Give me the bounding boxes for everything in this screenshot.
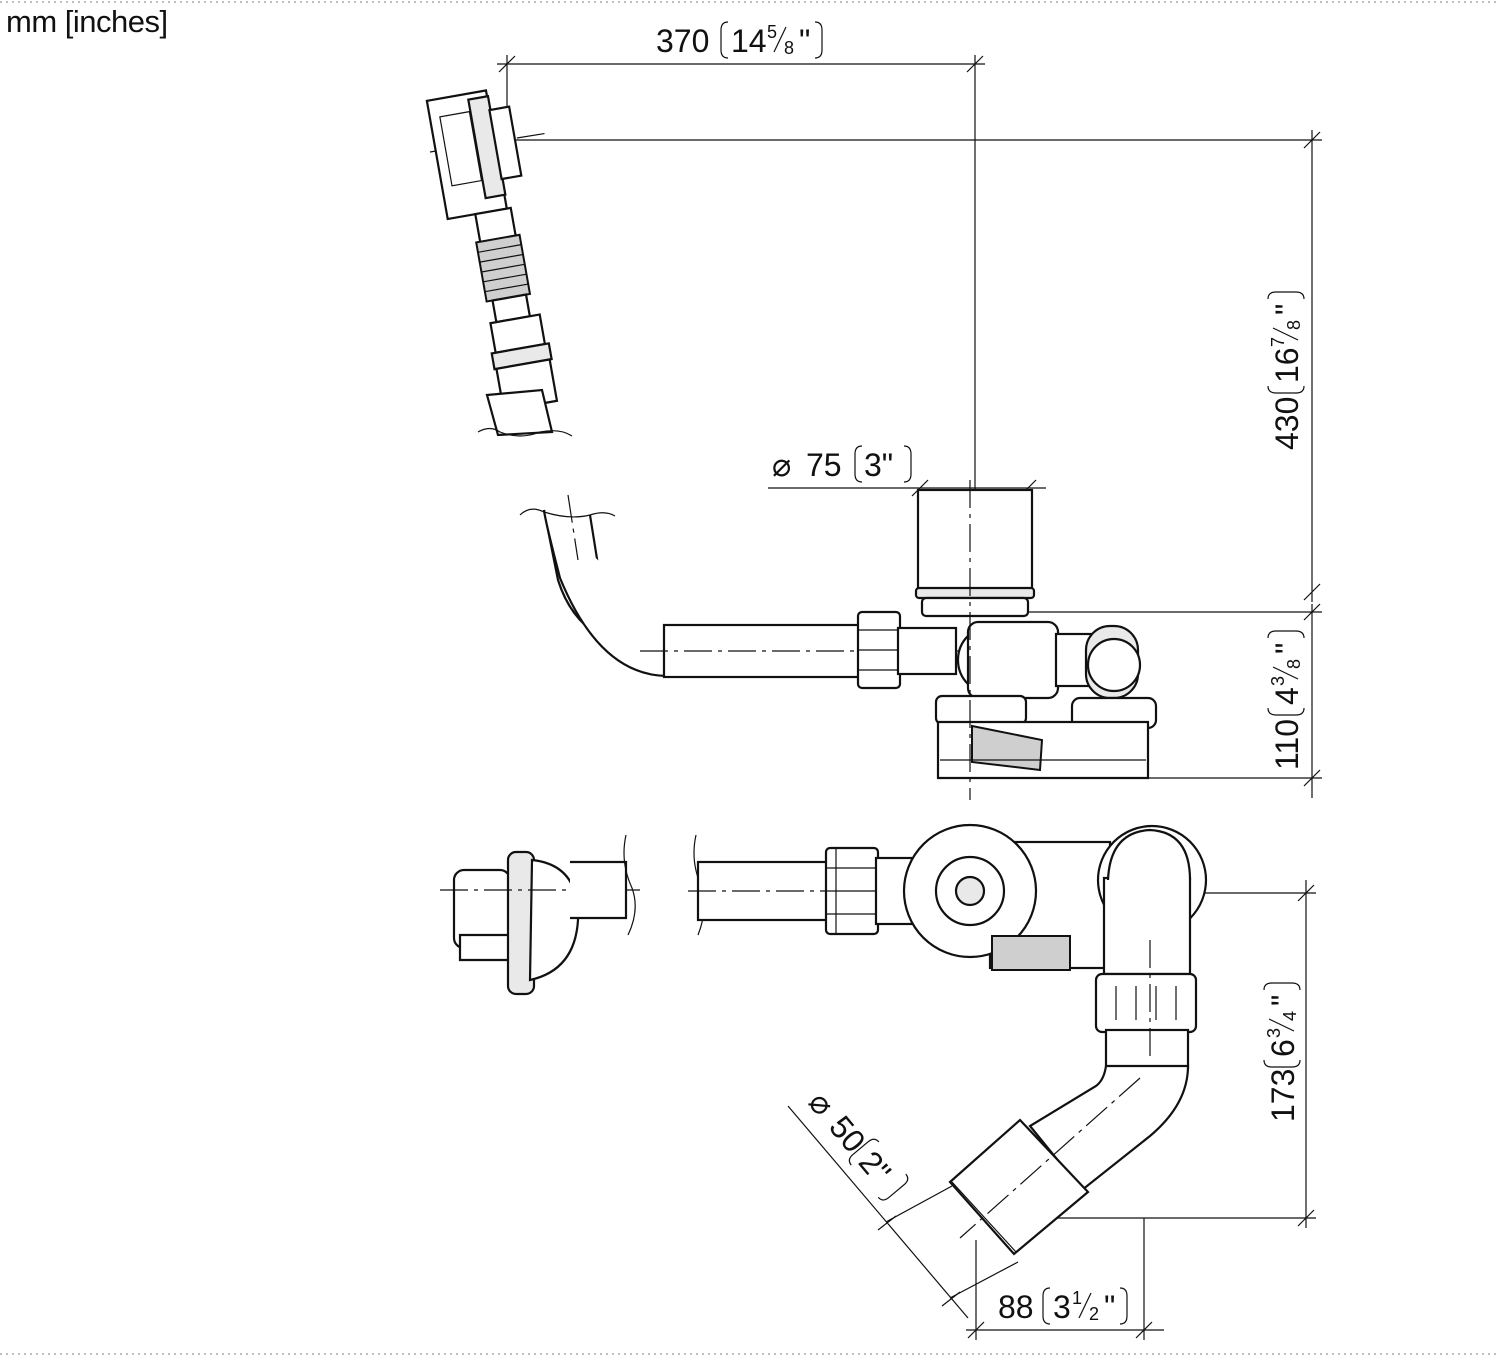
waste-assembly-plan-view [440, 823, 1208, 1256]
dim-173-inch-whole: 6 [1265, 1039, 1301, 1057]
units-label: mm [inches] [6, 4, 168, 39]
dim-370-mm: 370 [656, 23, 709, 59]
dim-88-mm: 88 [998, 1289, 1034, 1325]
dim-173-inch-num: 3 [1264, 1028, 1284, 1038]
dim-173-mm: 173 [1265, 1069, 1301, 1122]
dim-173-inch-den: 4 [1280, 1011, 1300, 1021]
dimension-dia-75: ⌀ 75 3" [768, 445, 1046, 497]
dim-430-mm: 430 [1269, 397, 1305, 450]
svg-text:": " [1265, 995, 1301, 1006]
dimension-110: 110 4 3 8 " [1020, 603, 1322, 798]
dim-50-symbol: ⌀ [802, 1084, 842, 1122]
dim-370-inch-den: 8 [784, 38, 794, 58]
svg-text:": " [799, 23, 810, 59]
dim-110-inch-num: 3 [1268, 676, 1288, 686]
dim-110-inch-den: 8 [1284, 659, 1304, 669]
waste-assembly-side-view [519, 480, 1158, 800]
dimension-88: 88 3 1 2 " [966, 1218, 1164, 1340]
dim-75-mm: 75 [806, 447, 842, 483]
dim-50-inch: 2" [852, 1144, 898, 1189]
dimension-430: 430 16 7 8 " [470, 130, 1322, 602]
dim-88-inch-den: 2 [1089, 1304, 1099, 1324]
dim-430-inch-num: 7 [1268, 337, 1288, 347]
dim-370-inch-num: 5 [767, 22, 777, 42]
dim-50-mm: 50 [822, 1109, 872, 1159]
overflow-head-side-view [425, 89, 573, 437]
dim-75-symbol: ⌀ [772, 447, 791, 483]
dim-430-inch-whole: 16 [1269, 347, 1305, 383]
svg-text:": " [1104, 1289, 1115, 1325]
dim-110-inch-whole: 4 [1269, 687, 1305, 705]
dim-430-inch-den: 8 [1284, 320, 1304, 330]
dim-110-mm: 110 [1269, 719, 1305, 770]
dim-370-inch-whole: 14 [731, 23, 767, 59]
svg-text:": " [1269, 304, 1305, 315]
dim-88-inch-num: 1 [1072, 1288, 1082, 1308]
svg-text:": " [1269, 643, 1305, 654]
dim-88-inch-whole: 3 [1053, 1289, 1071, 1325]
dim-75-inch: 3" [864, 447, 893, 483]
